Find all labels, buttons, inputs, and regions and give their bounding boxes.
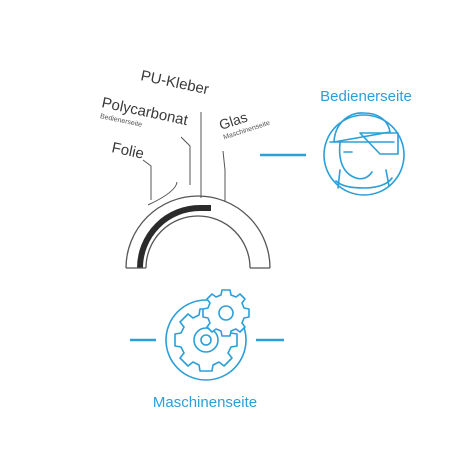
leader-polycarbonat: [181, 137, 190, 185]
label-folie: Folie: [110, 139, 145, 162]
label-polycarbonat: Polycarbonat: [100, 94, 190, 129]
label-pu-kleber: PU-Kleber: [139, 67, 210, 98]
gears-icon: [166, 290, 249, 380]
operator-side-label: Bedienerseite: [320, 88, 412, 105]
leader-glas: [223, 151, 225, 202]
label-folie-group: Folie: [110, 139, 145, 162]
label-glas-group: Glas Maschinenseite: [217, 103, 271, 142]
layer-arch: [126, 196, 270, 268]
leader-folie: [143, 160, 151, 200]
worker-helmet-visor-icon: [324, 113, 404, 195]
leader-folie-curve: [148, 182, 177, 205]
label-pu-kleber-group: PU-Kleber: [139, 67, 210, 98]
label-polycarbonat-group: Polycarbonat Bedienerseite: [98, 94, 190, 138]
machine-side-label: Maschinenseite: [153, 394, 257, 411]
